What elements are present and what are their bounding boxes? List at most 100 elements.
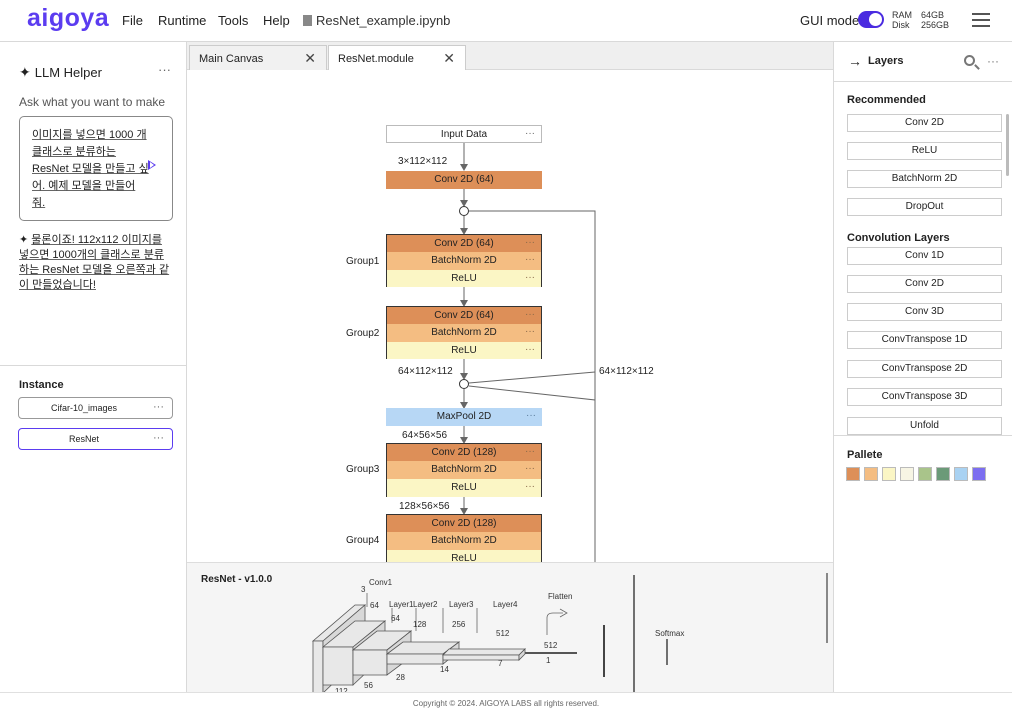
color-swatch[interactable] bbox=[954, 467, 968, 481]
notebook-file-name[interactable]: ResNet_example.ipynb bbox=[303, 13, 450, 28]
conv-layer[interactable]: Conv 2D (64) ··· bbox=[387, 235, 541, 252]
conv-node[interactable]: Conv 2D (64) bbox=[386, 171, 542, 189]
group-2[interactable]: Conv 2D (64)··· BatchNorm 2D ··· ReLU··· bbox=[386, 306, 542, 359]
conv-layer[interactable]: Conv 2D (128)··· bbox=[387, 444, 541, 461]
size-label: 112 bbox=[335, 687, 348, 692]
conv-layer[interactable]: Conv 2D (64)··· bbox=[387, 307, 541, 324]
relu-layer[interactable]: ReLU··· bbox=[387, 479, 541, 497]
layer-conv2d[interactable]: Conv 2D bbox=[847, 114, 1002, 132]
more-icon[interactable]: ··· bbox=[525, 272, 535, 283]
more-icon[interactable]: ··· bbox=[525, 128, 535, 139]
menu-runtime[interactable]: Runtime bbox=[158, 13, 207, 28]
hamburger-menu-icon[interactable] bbox=[972, 13, 990, 27]
more-icon[interactable]: ··· bbox=[525, 326, 535, 337]
scrollbar[interactable] bbox=[1006, 114, 1009, 176]
preview-title: ResNet - v1.0.0 bbox=[201, 574, 273, 585]
more-icon[interactable]: ··· bbox=[525, 481, 535, 492]
node-label: BatchNorm 2D bbox=[431, 327, 497, 338]
residual-add-node[interactable] bbox=[459, 379, 469, 389]
footer: Copyright © 2024. AIGOYA LABS all rights… bbox=[0, 692, 1012, 710]
tab-main-canvas[interactable]: Main Canvas ✕ bbox=[189, 45, 327, 71]
model-canvas[interactable]: Input Data ··· 3×112×112 Conv 2D (64) Gr… bbox=[187, 70, 833, 562]
more-icon[interactable]: ··· bbox=[525, 463, 535, 474]
instance-title: Instance bbox=[19, 379, 64, 391]
batchnorm-layer[interactable]: BatchNorm 2D ··· bbox=[387, 324, 541, 342]
more-icon[interactable]: ··· bbox=[525, 254, 535, 265]
group-1[interactable]: Conv 2D (64) ··· BatchNorm 2D··· ReLU ··· bbox=[386, 234, 542, 287]
menu-file[interactable]: File bbox=[122, 13, 143, 28]
dim-label: 64×112×112 bbox=[398, 366, 453, 377]
layer-conv1d[interactable]: Conv 1D bbox=[847, 247, 1002, 265]
document-icon bbox=[303, 15, 312, 26]
color-swatch[interactable] bbox=[900, 467, 914, 481]
dim-label: 128×56×56 bbox=[399, 501, 450, 512]
batchnorm-layer[interactable]: BatchNorm 2D··· bbox=[387, 252, 541, 270]
instance-item-resnet[interactable]: ResNet ··· bbox=[18, 428, 173, 450]
layer-convtranspose3d[interactable]: ConvTranspose 3D bbox=[847, 388, 1002, 406]
batchnorm-layer[interactable]: BatchNorm 2D ··· bbox=[387, 461, 541, 479]
residual-add-node[interactable] bbox=[459, 206, 469, 216]
maxpool-node[interactable]: MaxPool 2D ··· bbox=[386, 408, 542, 426]
more-icon[interactable]: ··· bbox=[526, 410, 536, 421]
color-swatch[interactable] bbox=[918, 467, 932, 481]
color-swatch[interactable] bbox=[864, 467, 878, 481]
more-icon[interactable]: ··· bbox=[525, 237, 535, 248]
layer-dropout[interactable]: DropOut bbox=[847, 198, 1002, 216]
ram-value: 64GB bbox=[921, 10, 945, 20]
tab-resnet-module[interactable]: ResNet.module ✕ bbox=[328, 45, 466, 71]
relu-layer[interactable]: ReLU ··· bbox=[387, 270, 541, 287]
instance-item-label: ResNet bbox=[68, 434, 99, 444]
menu-help[interactable]: Help bbox=[263, 13, 290, 28]
node-label: ReLU bbox=[451, 273, 477, 284]
layers-header: → Layers ··· bbox=[834, 42, 1012, 82]
node-label: Conv 2D (64) bbox=[434, 238, 494, 249]
layer-batchnorm2d[interactable]: BatchNorm 2D bbox=[847, 170, 1002, 188]
channel-label: 64 bbox=[370, 601, 379, 610]
size-label: 1 bbox=[546, 656, 551, 665]
relu-layer[interactable]: ReLU bbox=[387, 550, 541, 562]
layer-convtranspose2d[interactable]: ConvTranspose 2D bbox=[847, 360, 1002, 378]
close-icon[interactable]: ✕ bbox=[443, 50, 455, 66]
node-label: Input Data bbox=[440, 129, 488, 140]
group-3[interactable]: Conv 2D (128)··· BatchNorm 2D ··· ReLU··· bbox=[386, 443, 542, 497]
connection-lines bbox=[460, 142, 596, 562]
layer-convtranspose1d[interactable]: ConvTranspose 1D bbox=[847, 331, 1002, 349]
prompt-input[interactable]: 이미지를 넣으면 1000 개 클래스로 분류하는 ResNet 모델을 만들고… bbox=[19, 116, 173, 221]
model-preview-panel: ResNet - v1.0.0 bbox=[187, 562, 833, 692]
llm-more-icon[interactable]: ··· bbox=[158, 62, 171, 77]
input-data-node[interactable]: Input Data ··· bbox=[386, 125, 542, 143]
tab-label: Main Canvas bbox=[199, 53, 264, 65]
relu-layer[interactable]: ReLU··· bbox=[387, 342, 541, 359]
more-icon[interactable]: ··· bbox=[525, 344, 535, 355]
more-icon[interactable]: ··· bbox=[153, 401, 164, 413]
layer4-label: Layer4 bbox=[493, 600, 518, 609]
color-swatch[interactable] bbox=[882, 467, 896, 481]
menu-tools[interactable]: Tools bbox=[218, 13, 249, 28]
conv-layer[interactable]: Conv 2D (128) bbox=[387, 515, 541, 532]
section-title-pallete: Pallete bbox=[847, 449, 883, 461]
layer-relu[interactable]: ReLU bbox=[847, 142, 1002, 160]
color-swatch[interactable] bbox=[936, 467, 950, 481]
layer-conv3d[interactable]: Conv 3D bbox=[847, 303, 1002, 321]
color-swatch[interactable] bbox=[972, 467, 986, 481]
color-swatch[interactable] bbox=[846, 467, 860, 481]
more-icon[interactable]: ··· bbox=[525, 446, 535, 457]
group-4[interactable]: Conv 2D (128) BatchNorm 2D ReLU bbox=[386, 514, 542, 562]
gui-mode-toggle[interactable] bbox=[858, 11, 884, 28]
layer-unfold[interactable]: Unfold bbox=[847, 417, 1002, 435]
close-icon[interactable]: ✕ bbox=[304, 50, 316, 66]
more-icon[interactable]: ··· bbox=[153, 432, 164, 444]
send-icon[interactable] bbox=[148, 160, 156, 170]
batchnorm-layer[interactable]: BatchNorm 2D bbox=[387, 532, 541, 550]
node-label: BatchNorm 2D bbox=[431, 464, 497, 475]
layer-conv2d[interactable]: Conv 2D bbox=[847, 275, 1002, 293]
app-logo[interactable]: aigoya bbox=[27, 4, 110, 32]
more-icon[interactable]: ··· bbox=[525, 309, 535, 320]
divider bbox=[834, 435, 1012, 436]
dim-label: 3×112×112 bbox=[398, 156, 448, 167]
layer2-label: Layer2 bbox=[413, 600, 438, 609]
search-icon[interactable] bbox=[964, 55, 975, 66]
more-icon[interactable]: ··· bbox=[987, 54, 999, 68]
instance-item-cifar[interactable]: Cifar-10_images ··· bbox=[18, 397, 173, 419]
arrow-right-icon[interactable]: → bbox=[848, 53, 862, 69]
